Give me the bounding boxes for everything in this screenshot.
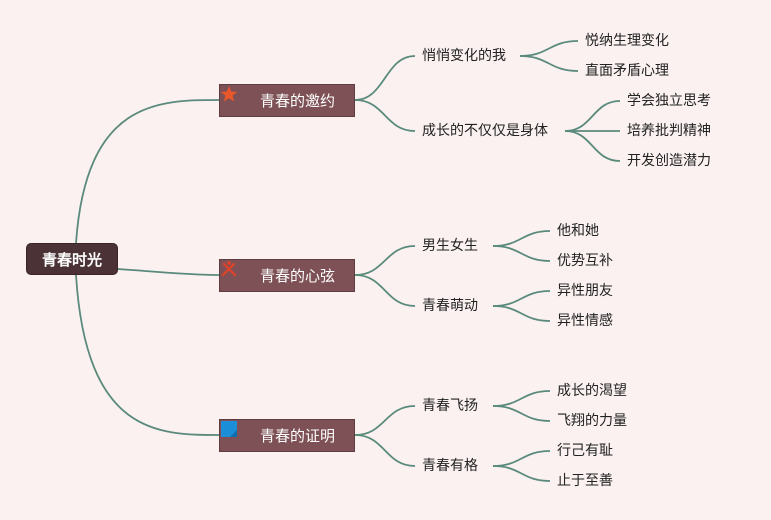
branch-node-1[interactable]: 青春的邀约 (219, 84, 355, 117)
connector-s21-l2 (492, 245, 551, 262)
leaf-3-2-1[interactable]: 行己有耻 (557, 443, 613, 459)
connector-s31-l1 (492, 390, 551, 407)
root-node[interactable]: 青春时光 (26, 243, 118, 275)
branch-label-1: 青春的邀约 (260, 92, 336, 110)
leaf-1-1-1[interactable]: 悦纳生理变化 (585, 33, 669, 49)
sub-topic-1-1[interactable]: 悄悄变化的我 (422, 48, 506, 64)
sub-topic-2-2[interactable]: 青春萌动 (422, 298, 478, 314)
leaf-2-1-2[interactable]: 优势互补 (557, 253, 613, 269)
leaf-1-2-1[interactable]: 学会独立思考 (627, 93, 711, 109)
connector-s31-l2 (492, 405, 551, 422)
leaf-1-1-2[interactable]: 直面矛盾心理 (585, 63, 669, 79)
connector-s22-l1 (492, 290, 551, 307)
connector-b3-s1 (354, 405, 416, 436)
connector-b2-s1 (354, 245, 416, 276)
sub-topic-2-1[interactable]: 男生女生 (422, 238, 478, 254)
connector-b1-s1 (354, 55, 416, 101)
leaf-2-2-1[interactable]: 异性朋友 (557, 283, 613, 299)
connector-s22-l2 (492, 305, 551, 322)
leaf-3-1-1[interactable]: 成长的渴望 (557, 383, 627, 399)
connector-s11-l1 (519, 40, 579, 57)
sub-topic-3-1[interactable]: 青春飞扬 (422, 398, 478, 414)
star-icon (220, 86, 254, 110)
sub-topic-1-2[interactable]: 成长的不仅仅是身体 (422, 123, 548, 139)
connector-b1-s2 (354, 99, 416, 132)
connector-root-branch-2 (117, 268, 220, 276)
sub-topic-3-2[interactable]: 青春有格 (422, 458, 478, 474)
branch-label-2: 青春的心弦 (260, 267, 336, 285)
branch-node-3[interactable]: 青春的证明 (219, 419, 355, 452)
branch-node-2[interactable]: 青春的心弦 (219, 259, 355, 292)
connector-s21-l1 (492, 230, 551, 247)
leaf-1-2-3[interactable]: 开发创造潜力 (627, 153, 711, 169)
leaf-1-2-2[interactable]: 培养批判精神 (627, 123, 711, 139)
connector-s32-l1 (492, 450, 551, 467)
branch-label-3: 青春的证明 (260, 427, 336, 445)
connector-root-branch-1 (75, 99, 220, 244)
connector-root-branch-3 (75, 274, 220, 436)
connector-s12-l1 (564, 100, 621, 132)
connector-b2-s2 (354, 274, 416, 307)
tools-icon (221, 261, 254, 285)
connector-b3-s2 (354, 434, 416, 467)
leaf-2-2-2[interactable]: 异性情感 (557, 313, 613, 329)
connector-s32-l2 (492, 465, 551, 482)
leaf-2-1-1[interactable]: 他和她 (557, 223, 599, 239)
leaf-3-1-2[interactable]: 飞翔的力量 (557, 413, 627, 429)
connector-s11-l2 (519, 55, 579, 72)
leaf-3-2-2[interactable]: 止于至善 (557, 473, 613, 489)
flag-icon (221, 421, 254, 445)
connector-s12-l3 (564, 130, 621, 162)
